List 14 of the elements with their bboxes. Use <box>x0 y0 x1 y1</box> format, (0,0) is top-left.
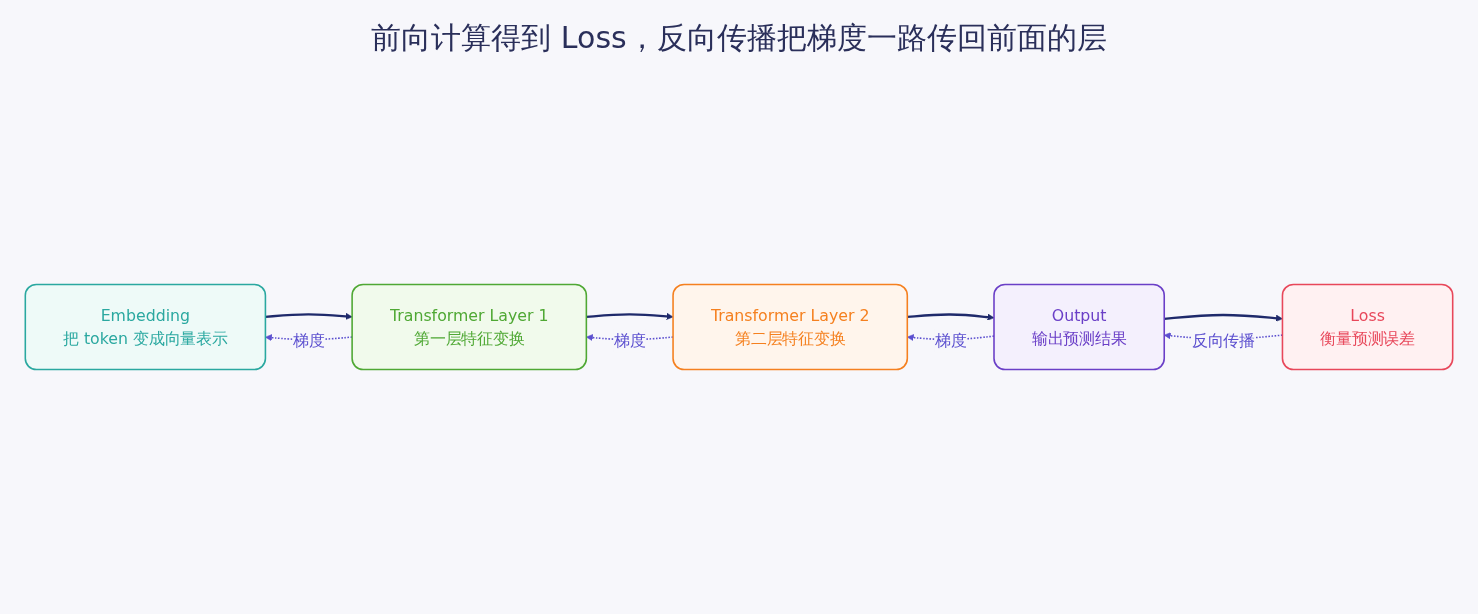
arrow <box>907 313 995 321</box>
edge-label: 反向传播 <box>1191 331 1255 351</box>
arrow <box>265 312 353 320</box>
arrow <box>586 312 674 320</box>
arrow <box>1164 313 1283 322</box>
node-box: Transformer Layer 1 第一层特征变换 <box>351 283 588 371</box>
node-box: Transformer Layer 2 第二层特征变换 <box>672 283 909 371</box>
edge-label: 梯度 <box>613 331 646 351</box>
node-box: Embedding 把 token 变成向量表示 <box>24 283 267 371</box>
edge-label: 梯度 <box>293 331 325 351</box>
diagram-title: 前向计算得到 Loss，反向传播把梯度一路传回前面的层 <box>370 19 1108 57</box>
node-box: Loss 衡量预测误差 <box>1281 283 1454 371</box>
edge-label: 梯度 <box>934 331 967 351</box>
node-box: Output 输出预测结果 <box>993 283 1166 371</box>
